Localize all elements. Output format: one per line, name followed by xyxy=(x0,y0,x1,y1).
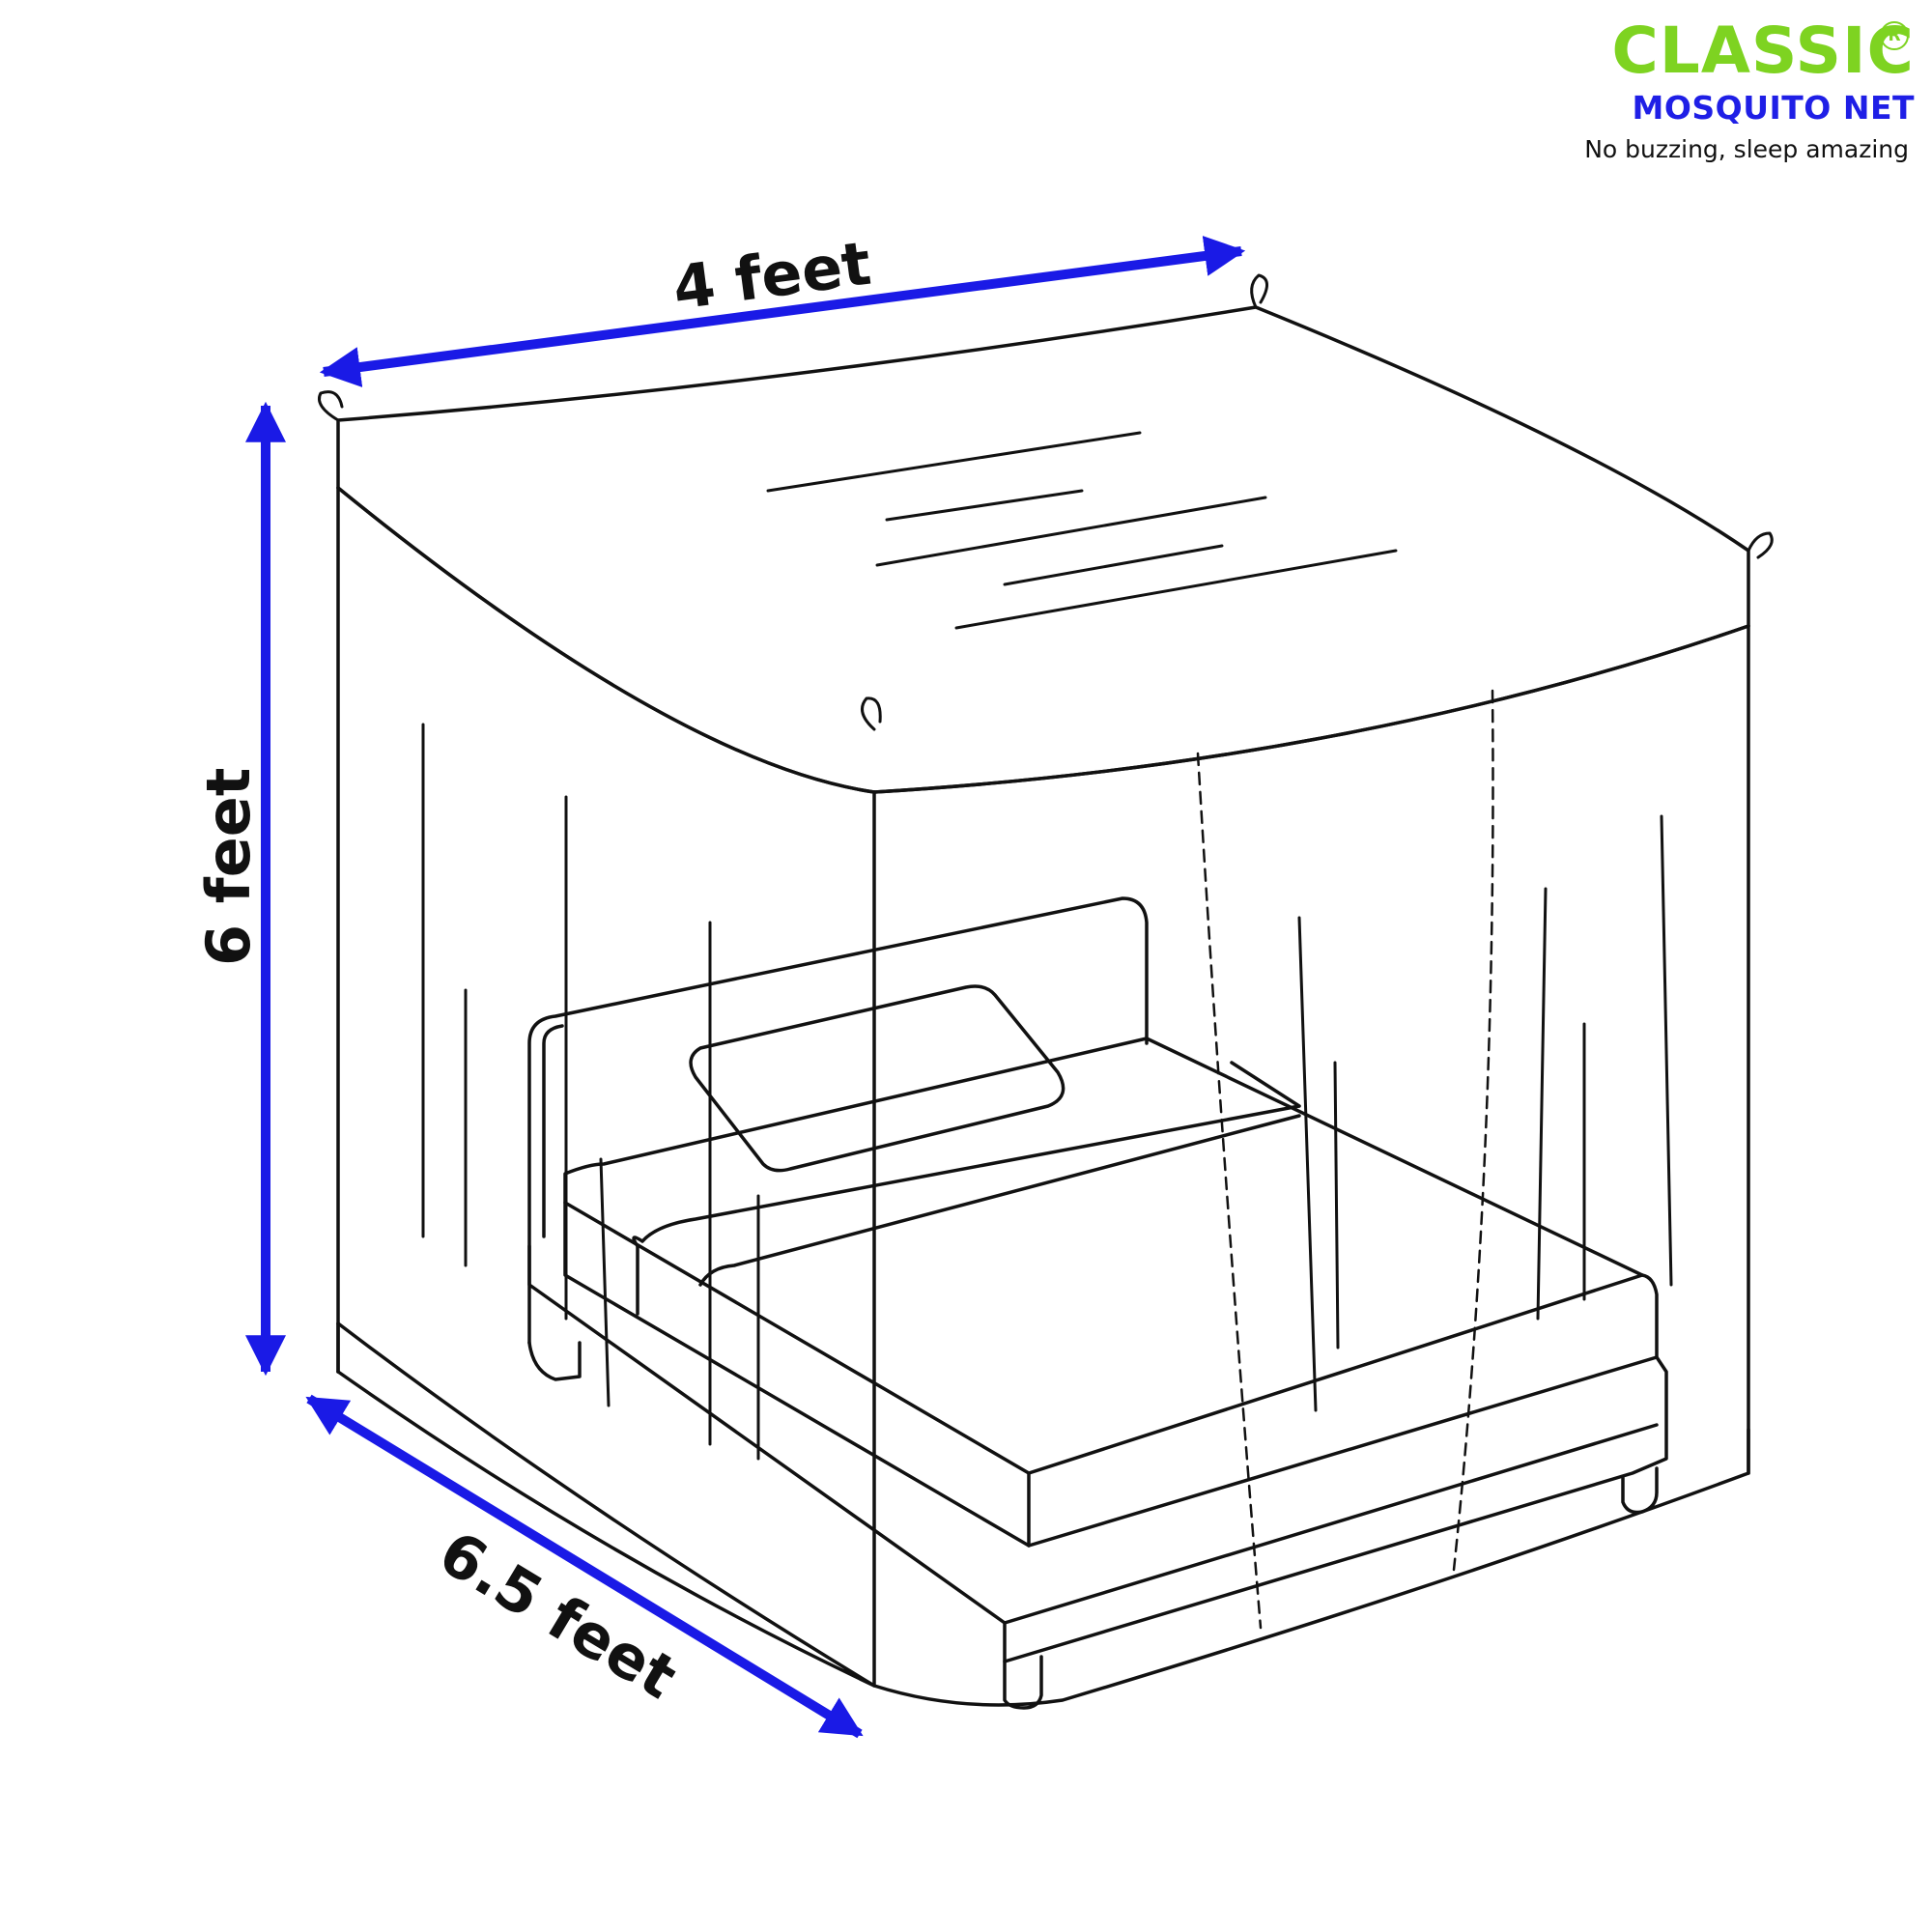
brand-tagline: No buzzing, sleep amazing xyxy=(1584,135,1909,163)
hanging-loops xyxy=(318,273,1774,731)
dimension-arrows xyxy=(245,236,1246,1739)
length-arrow xyxy=(305,1394,864,1739)
net-dashed-seams xyxy=(1196,689,1494,1630)
bed-leg-right xyxy=(1621,1466,1659,1515)
net-roof-front-seam xyxy=(336,486,876,794)
brand-name: CLASSIC xyxy=(1611,14,1915,88)
brand-logo: R CLASSIC MOSQUITO NET No buzzing, sleep… xyxy=(1509,17,1915,166)
height-label: 6 feet xyxy=(193,768,264,966)
loop-right xyxy=(1747,531,1774,559)
bed-leg-front xyxy=(1003,1655,1043,1710)
bed-frame xyxy=(527,1244,1668,1663)
net-roof-right-seam xyxy=(872,624,1750,794)
bed-headboard xyxy=(527,896,1149,1345)
net-illustration xyxy=(318,273,1774,1710)
brand-product: MOSQUITO NET xyxy=(1632,89,1915,127)
bed-pillow xyxy=(689,984,1065,1173)
loop-front xyxy=(861,696,882,731)
net-drape-lines xyxy=(421,723,1673,1461)
bed-mattress-side xyxy=(563,1201,1031,1548)
loop-back xyxy=(1250,273,1268,309)
loop-left xyxy=(318,390,344,422)
bed xyxy=(527,896,1668,1710)
width-label: 4 feet xyxy=(668,228,874,324)
net-roof xyxy=(336,305,1750,794)
bed-blanket-fold xyxy=(632,1061,1301,1316)
registered-trademark-icon: R xyxy=(1880,21,1909,50)
bed-mattress-top xyxy=(563,1037,1644,1475)
roof-fold-lines xyxy=(766,431,1398,630)
width-arrow xyxy=(319,236,1246,387)
